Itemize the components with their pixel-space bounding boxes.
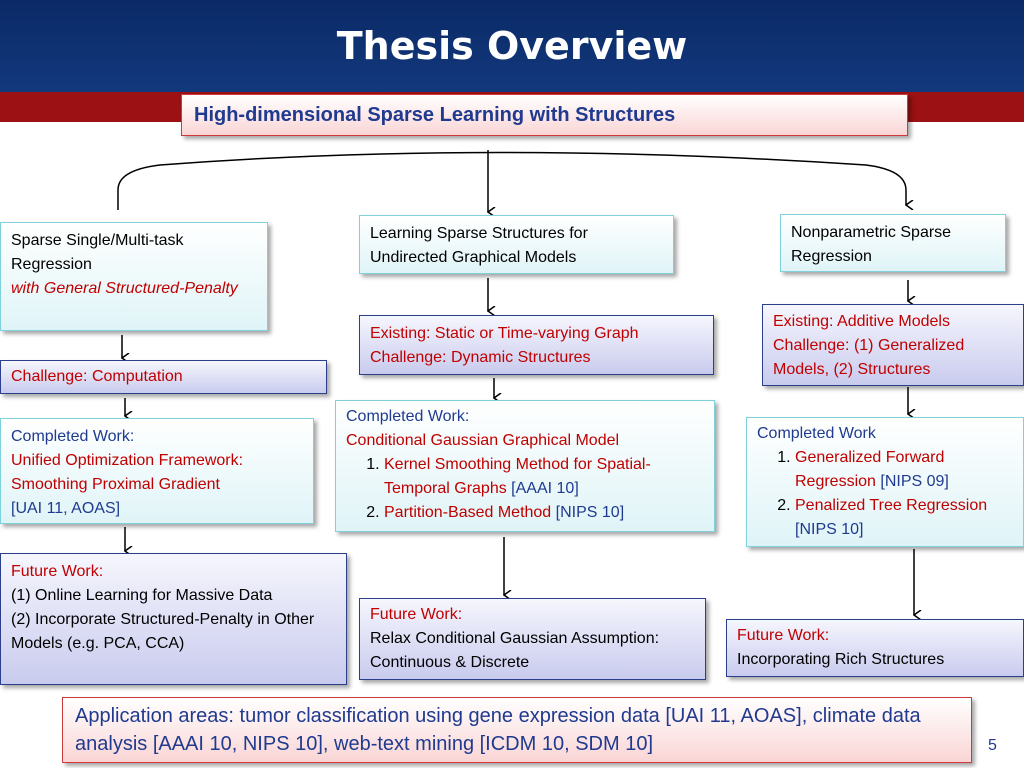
left-future-box: Future Work: (1) Online Learning for Mas… [0,553,347,685]
right-completed-heading: Completed Work [757,425,876,442]
middle-topic-text: Learning Sparse Structures for Undirecte… [370,225,588,266]
right-completed-box: Completed Work Generalized Forward Regre… [746,417,1024,547]
right-topic-text: Nonparametric Sparse Regression [791,224,952,265]
middle-completed-box: Completed Work: Conditional Gaussian Gra… [335,400,715,532]
left-completed-reference: [UAI 11, AOAS] [11,500,121,517]
slide-number: 5 [988,737,997,754]
middle-future-box: Future Work: Relax Conditional Gaussian … [359,598,706,680]
applications-text: Application areas: tumor classification … [75,705,921,755]
right-challenge-text: Challenge: (1) Generalized Models, (2) S… [773,337,965,378]
left-future-line1: (1) Online Learning for Massive Data [11,587,273,604]
left-challenge-box: Challenge: Computation [0,360,327,394]
left-topic-text: Sparse Single/Multi-task Regression [11,232,184,273]
left-topic-subtitle: with General Structured-Penalty [11,280,238,297]
right-completed-item1: Generalized Forward Regression [NIPS 09] [795,446,1013,494]
left-future-heading: Future Work: [11,563,104,580]
middle-completed-item2: Partition-Based Method [NIPS 10] [384,501,704,525]
right-future-line1: Incorporating Rich Structures [737,651,945,668]
middle-topic-box: Learning Sparse Structures for Undirecte… [359,215,674,274]
root-topic-text: High-dimensional Sparse Learning with St… [194,104,676,126]
slide-title: Thesis Overview [336,24,688,68]
applications-box: Application areas: tumor classification … [62,697,972,763]
right-topic-box: Nonparametric Sparse Regression [780,214,1006,272]
right-completed-item2: Penalized Tree Regression [NIPS 10] [795,494,1013,542]
middle-existing-text: Existing: Static or Time-varying Graph [370,325,639,342]
left-future-line2: (2) Incorporate Structured-Penalty in Ot… [11,611,315,652]
brace-connector [117,151,906,210]
left-completed-box: Completed Work: Unified Optimization Fra… [0,418,314,524]
middle-future-line1: Relax Conditional Gaussian Assumption: C… [370,630,660,671]
left-completed-line1: Unified Optimization Framework: [11,452,244,469]
left-completed-line2: Smoothing Proximal Gradient [11,476,220,493]
middle-completed-item1: Kernel Smoothing Method for Spatial-Temp… [384,453,704,501]
root-topic-box: High-dimensional Sparse Learning with St… [181,94,908,136]
middle-future-heading: Future Work: [370,606,463,623]
middle-challenge-text: Challenge: Dynamic Structures [370,349,591,366]
left-challenge-text: Challenge: Computation [11,368,183,385]
left-topic-box: Sparse Single/Multi-task Regression with… [0,222,268,331]
middle-completed-heading: Completed Work: [346,408,470,425]
right-existing-text: Existing: Additive Models [773,313,950,330]
right-future-heading: Future Work: [737,627,830,644]
right-future-box: Future Work: Incorporating Rich Structur… [726,619,1024,677]
title-bar [0,0,1024,92]
middle-existing-box: Existing: Static or Time-varying Graph C… [359,315,714,375]
right-existing-box: Existing: Additive Models Challenge: (1)… [762,304,1024,386]
middle-completed-line1: Conditional Gaussian Graphical Model [346,432,620,449]
left-completed-heading: Completed Work: [11,428,135,445]
